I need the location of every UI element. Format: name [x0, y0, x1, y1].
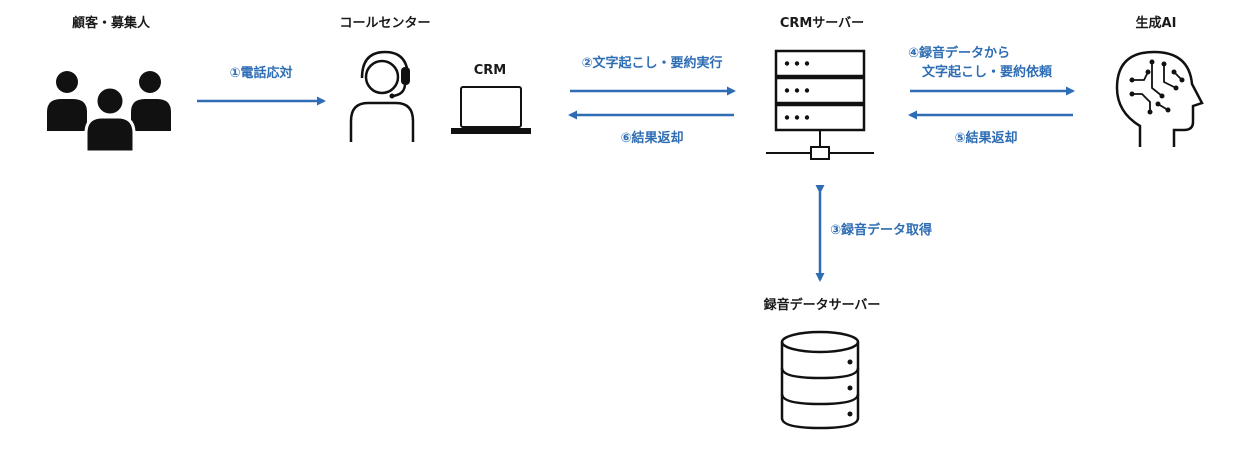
laptop-icon	[451, 86, 531, 134]
step3-label: ③録音データ取得	[830, 223, 933, 238]
crm-client-label: CRM	[473, 63, 507, 78]
step6-label: ⑥結果返却	[620, 131, 684, 146]
step5-label: ⑤結果返却	[954, 131, 1018, 146]
recording-server-label: 録音データサーバー	[763, 298, 881, 313]
ai-brain-head-icon	[1115, 50, 1204, 147]
step2-label: ②文字起こし・要約実行	[581, 56, 723, 71]
step1-label: ①電話応対	[229, 66, 293, 81]
customers-label: 顧客・募集人	[71, 16, 151, 31]
crm-server-label: CRMサーバー	[779, 16, 865, 31]
operator-headset-icon	[349, 50, 415, 142]
step4-label-line1: ④録音データから	[908, 46, 1011, 61]
customers-icon	[47, 71, 171, 154]
crm-server-icon	[766, 49, 874, 160]
gen-ai-label: 生成AI	[1135, 16, 1177, 31]
step4-label-line2: 文字起こし・要約依頼	[922, 65, 1053, 80]
database-icon	[780, 330, 860, 430]
call-center-label: コールセンター	[339, 16, 431, 31]
